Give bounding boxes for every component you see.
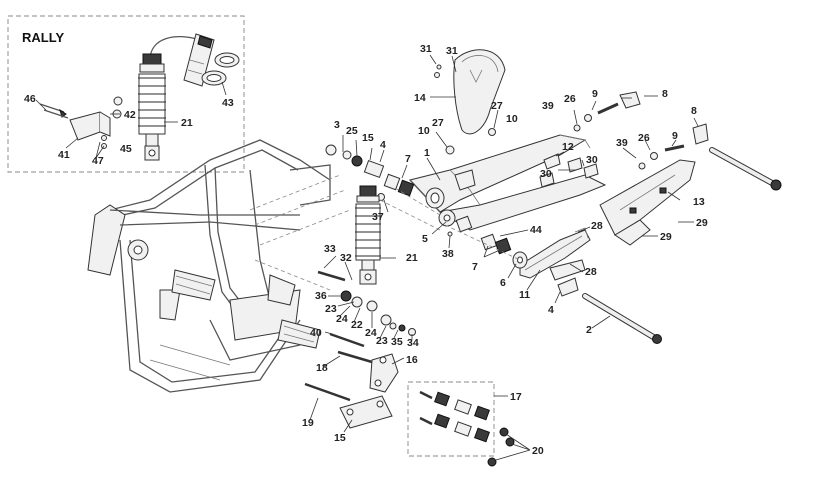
label-44: 44 xyxy=(530,224,542,236)
swingarm-spacers xyxy=(438,209,528,269)
label-24: 24 xyxy=(336,313,348,325)
bearing-kit xyxy=(407,381,515,467)
label-7: 7 xyxy=(405,153,411,165)
label-31: 31 xyxy=(420,43,432,55)
label-30: 30 xyxy=(586,154,598,166)
linkage-rocker xyxy=(369,353,399,393)
label-37: 37 xyxy=(372,211,384,223)
label-42: 42 xyxy=(124,109,136,121)
swing-arm xyxy=(409,134,607,231)
label-13: 13 xyxy=(693,196,705,208)
label-35: 35 xyxy=(391,336,403,348)
label-1: 1 xyxy=(424,147,430,159)
label-16: 16 xyxy=(406,354,418,366)
label-40: 40 xyxy=(310,327,322,339)
callout-labels: 46 42 41 47 45 21 43 31 31 14 27 10 27 1… xyxy=(24,43,708,457)
rally-inset: RALLY xyxy=(7,15,245,173)
label-36: 36 xyxy=(315,290,327,302)
label-27: 27 xyxy=(491,100,503,112)
label-25: 25 xyxy=(346,125,358,137)
motorcycle-frame xyxy=(87,139,331,393)
rally-clamps xyxy=(201,52,240,86)
label-20: 20 xyxy=(532,445,544,457)
leader-lines xyxy=(35,54,699,461)
label-10: 10 xyxy=(506,113,518,125)
label-26: 26 xyxy=(564,93,576,105)
label-14: 14 xyxy=(414,92,426,104)
label-24: 24 xyxy=(365,327,377,339)
label-9: 9 xyxy=(592,88,598,100)
label-29: 29 xyxy=(696,217,708,229)
label-22: 22 xyxy=(351,319,363,331)
label-28: 28 xyxy=(591,220,603,232)
label-11: 11 xyxy=(519,289,530,301)
rally-inset-title: RALLY xyxy=(22,30,64,45)
main-shock-absorber xyxy=(355,185,381,285)
chain-slider xyxy=(519,227,591,281)
upper-shock-mount-parts xyxy=(325,144,415,201)
chain-adjuster xyxy=(619,91,709,145)
chain-guard xyxy=(599,159,696,246)
label-3: 3 xyxy=(334,119,340,131)
label-17: 17 xyxy=(510,391,522,403)
label-31: 31 xyxy=(446,45,458,57)
label-15: 15 xyxy=(362,132,374,144)
label-23: 23 xyxy=(325,303,337,315)
rear-axle xyxy=(709,147,782,191)
label-10: 10 xyxy=(418,125,430,137)
adjuster-bolts xyxy=(573,102,685,170)
label-12: 12 xyxy=(562,141,574,153)
assembly-lines xyxy=(249,174,521,291)
rally-bracket xyxy=(39,96,123,149)
label-47: 47 xyxy=(92,155,104,167)
label-6: 6 xyxy=(500,277,506,289)
swingarm-pivot-axle xyxy=(557,277,662,344)
label-4: 4 xyxy=(380,139,386,151)
label-41: 41 xyxy=(58,149,70,161)
label-43: 43 xyxy=(222,97,234,109)
label-27: 27 xyxy=(432,117,444,129)
label-4: 4 xyxy=(548,304,554,316)
label-45: 45 xyxy=(120,143,132,155)
mud-flap xyxy=(434,49,506,155)
label-46: 46 xyxy=(24,93,36,105)
label-7: 7 xyxy=(472,261,478,273)
label-21: 21 xyxy=(181,117,193,129)
bearing-kit-border xyxy=(407,381,495,457)
label-5: 5 xyxy=(422,233,428,245)
label-39: 39 xyxy=(616,137,628,149)
label-8: 8 xyxy=(662,88,668,100)
rally-shock-absorber xyxy=(138,36,201,161)
label-28: 28 xyxy=(585,266,597,278)
label-8: 8 xyxy=(691,105,697,117)
linkage-rod xyxy=(339,395,393,429)
label-38: 38 xyxy=(442,248,454,260)
label-26: 26 xyxy=(638,132,650,144)
linkage-bolts xyxy=(304,332,373,402)
label-23: 23 xyxy=(376,335,388,347)
label-34: 34 xyxy=(407,337,419,349)
chain-slider-pads xyxy=(539,153,599,188)
label-39: 39 xyxy=(542,100,554,112)
label-9: 9 xyxy=(672,130,678,142)
lower-shock-mount-parts xyxy=(317,270,416,336)
label-21: 21 xyxy=(406,252,418,264)
label-32: 32 xyxy=(340,252,352,264)
label-30: 30 xyxy=(540,168,552,180)
rally-reservoir xyxy=(183,33,215,87)
label-2: 2 xyxy=(586,324,592,336)
label-15: 15 xyxy=(334,432,346,444)
label-19: 19 xyxy=(302,417,314,429)
label-33: 33 xyxy=(324,243,336,255)
label-18: 18 xyxy=(316,362,328,374)
rally-inset-border xyxy=(7,15,245,173)
label-29: 29 xyxy=(660,231,672,243)
